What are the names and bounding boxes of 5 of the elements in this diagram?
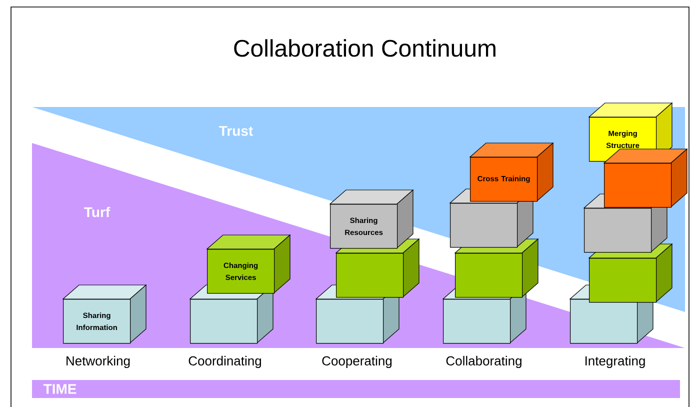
- band-label: Trust: [219, 126, 253, 136]
- title: Collaboration Continuum: [234, 39, 496, 57]
- axis-label: TIME: [43, 384, 76, 394]
- band-label: Turf: [84, 206, 110, 218]
- stage-label: Networking: [66, 356, 130, 368]
